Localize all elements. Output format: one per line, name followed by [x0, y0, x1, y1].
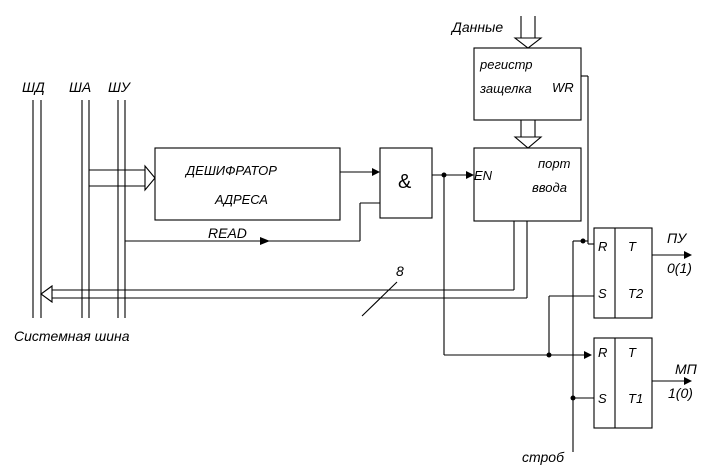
mp-output-wire	[652, 377, 692, 385]
t2-s-input-label: S	[598, 286, 607, 301]
port-label-line1: порт	[538, 156, 571, 171]
latch-label-line2: защелка	[479, 81, 532, 96]
control-bus-label: ШУ	[108, 79, 132, 95]
read-signal-label: READ	[208, 225, 247, 241]
pu-output-value: 0(1)	[667, 260, 692, 276]
port-label-line2: ввода	[532, 180, 567, 195]
t2-name-label: T2	[628, 286, 644, 301]
pu-output-wire	[652, 251, 692, 259]
address-to-decoder-arrow	[89, 164, 156, 192]
decoder-label-line1: ДЕШИФРАТОР	[184, 163, 277, 178]
trigger-t2-block	[593, 227, 653, 319]
decoder-to-and-wire	[340, 168, 380, 176]
t2-r-input-label: R	[598, 239, 607, 254]
data-input-label: Данные	[450, 19, 503, 35]
and-gate-symbol: &	[398, 171, 412, 193]
mp-output-label: МП	[675, 361, 698, 377]
data-input-arrow	[513, 16, 543, 49]
t2-t-label: T	[628, 239, 637, 254]
latch-label-line1: регистр	[479, 57, 533, 72]
latch-register-block	[473, 47, 582, 121]
read-wire	[125, 202, 380, 245]
t1-t-label: T	[628, 345, 637, 360]
system-bus	[32, 100, 126, 318]
t1-r-input-label: R	[598, 345, 607, 360]
port-enable-label: EN	[474, 168, 493, 183]
bus-width-label: 8	[396, 263, 404, 279]
strobe-wire	[570, 240, 594, 452]
and-to-port-wire	[432, 171, 592, 359]
t1-name-label: T1	[628, 391, 643, 406]
data-bus-label: ШД	[22, 79, 45, 95]
latch-to-port-arrow	[513, 120, 543, 149]
pu-output-label: ПУ	[667, 230, 688, 246]
wr-to-t2-wire	[580, 75, 594, 245]
mp-output-value: 1(0)	[668, 385, 693, 401]
and-gate-block	[379, 147, 433, 219]
latch-write-label: WR	[552, 80, 574, 95]
trigger-t1-block	[593, 337, 653, 429]
strobe-label: строб	[522, 449, 565, 465]
input-port-block	[473, 147, 582, 222]
address-decoder-block	[154, 147, 341, 221]
port-to-bus-arrow	[40, 221, 528, 317]
decoder-label-line2: АДРЕСА	[214, 192, 268, 207]
t1-r-to-t2-s-wire	[546, 295, 594, 358]
address-bus-label: ША	[69, 79, 91, 95]
system-bus-caption: Системная шина	[14, 328, 130, 344]
t1-s-input-label: S	[598, 391, 607, 406]
